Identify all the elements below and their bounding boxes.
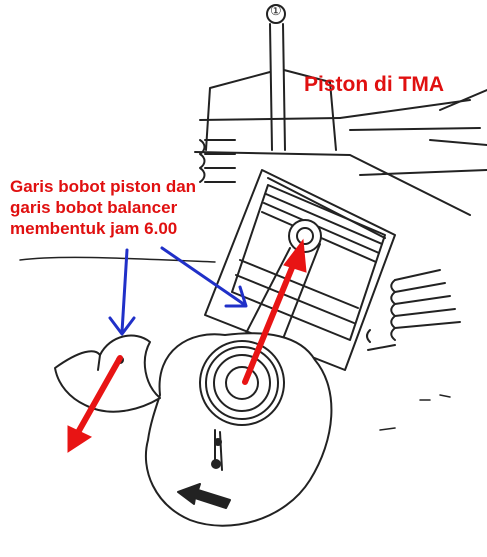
piston bbox=[231, 184, 386, 341]
balancer-weight bbox=[54, 334, 161, 413]
piston-position-title: Piston di TMA bbox=[304, 73, 444, 96]
caption-line-1: Garis bobot piston dan bbox=[10, 177, 197, 196]
left-cooling-fins bbox=[199, 139, 236, 183]
crankshaft-web bbox=[144, 332, 333, 527]
connecting-rod bbox=[227, 219, 322, 373]
rotation-direction-arrow-icon bbox=[177, 483, 231, 509]
pin-marker-label: ① bbox=[270, 3, 282, 18]
cylinder-block bbox=[204, 169, 396, 371]
annotation-caption: Garis bobot piston dan garis bobot balan… bbox=[10, 176, 196, 239]
balancer-weight-arrow bbox=[67, 355, 123, 453]
crank-pin-dots bbox=[211, 438, 222, 469]
valve-stem bbox=[269, 23, 286, 151]
red-weight-arrows bbox=[67, 238, 307, 453]
blue-arrow-to-balancer bbox=[108, 248, 136, 336]
caption-line-3: membentuk jam 6.00 bbox=[10, 219, 178, 238]
caption-line-2: garis bobot balancer bbox=[10, 198, 178, 217]
blue-arrow-to-rod bbox=[160, 246, 248, 308]
piston-weight-arrow bbox=[242, 238, 307, 385]
right-cooling-fins bbox=[366, 269, 461, 351]
pin-marker-circle bbox=[266, 4, 286, 24]
cylinder-head bbox=[194, 69, 487, 216]
blue-pointer-arrows bbox=[108, 246, 248, 336]
